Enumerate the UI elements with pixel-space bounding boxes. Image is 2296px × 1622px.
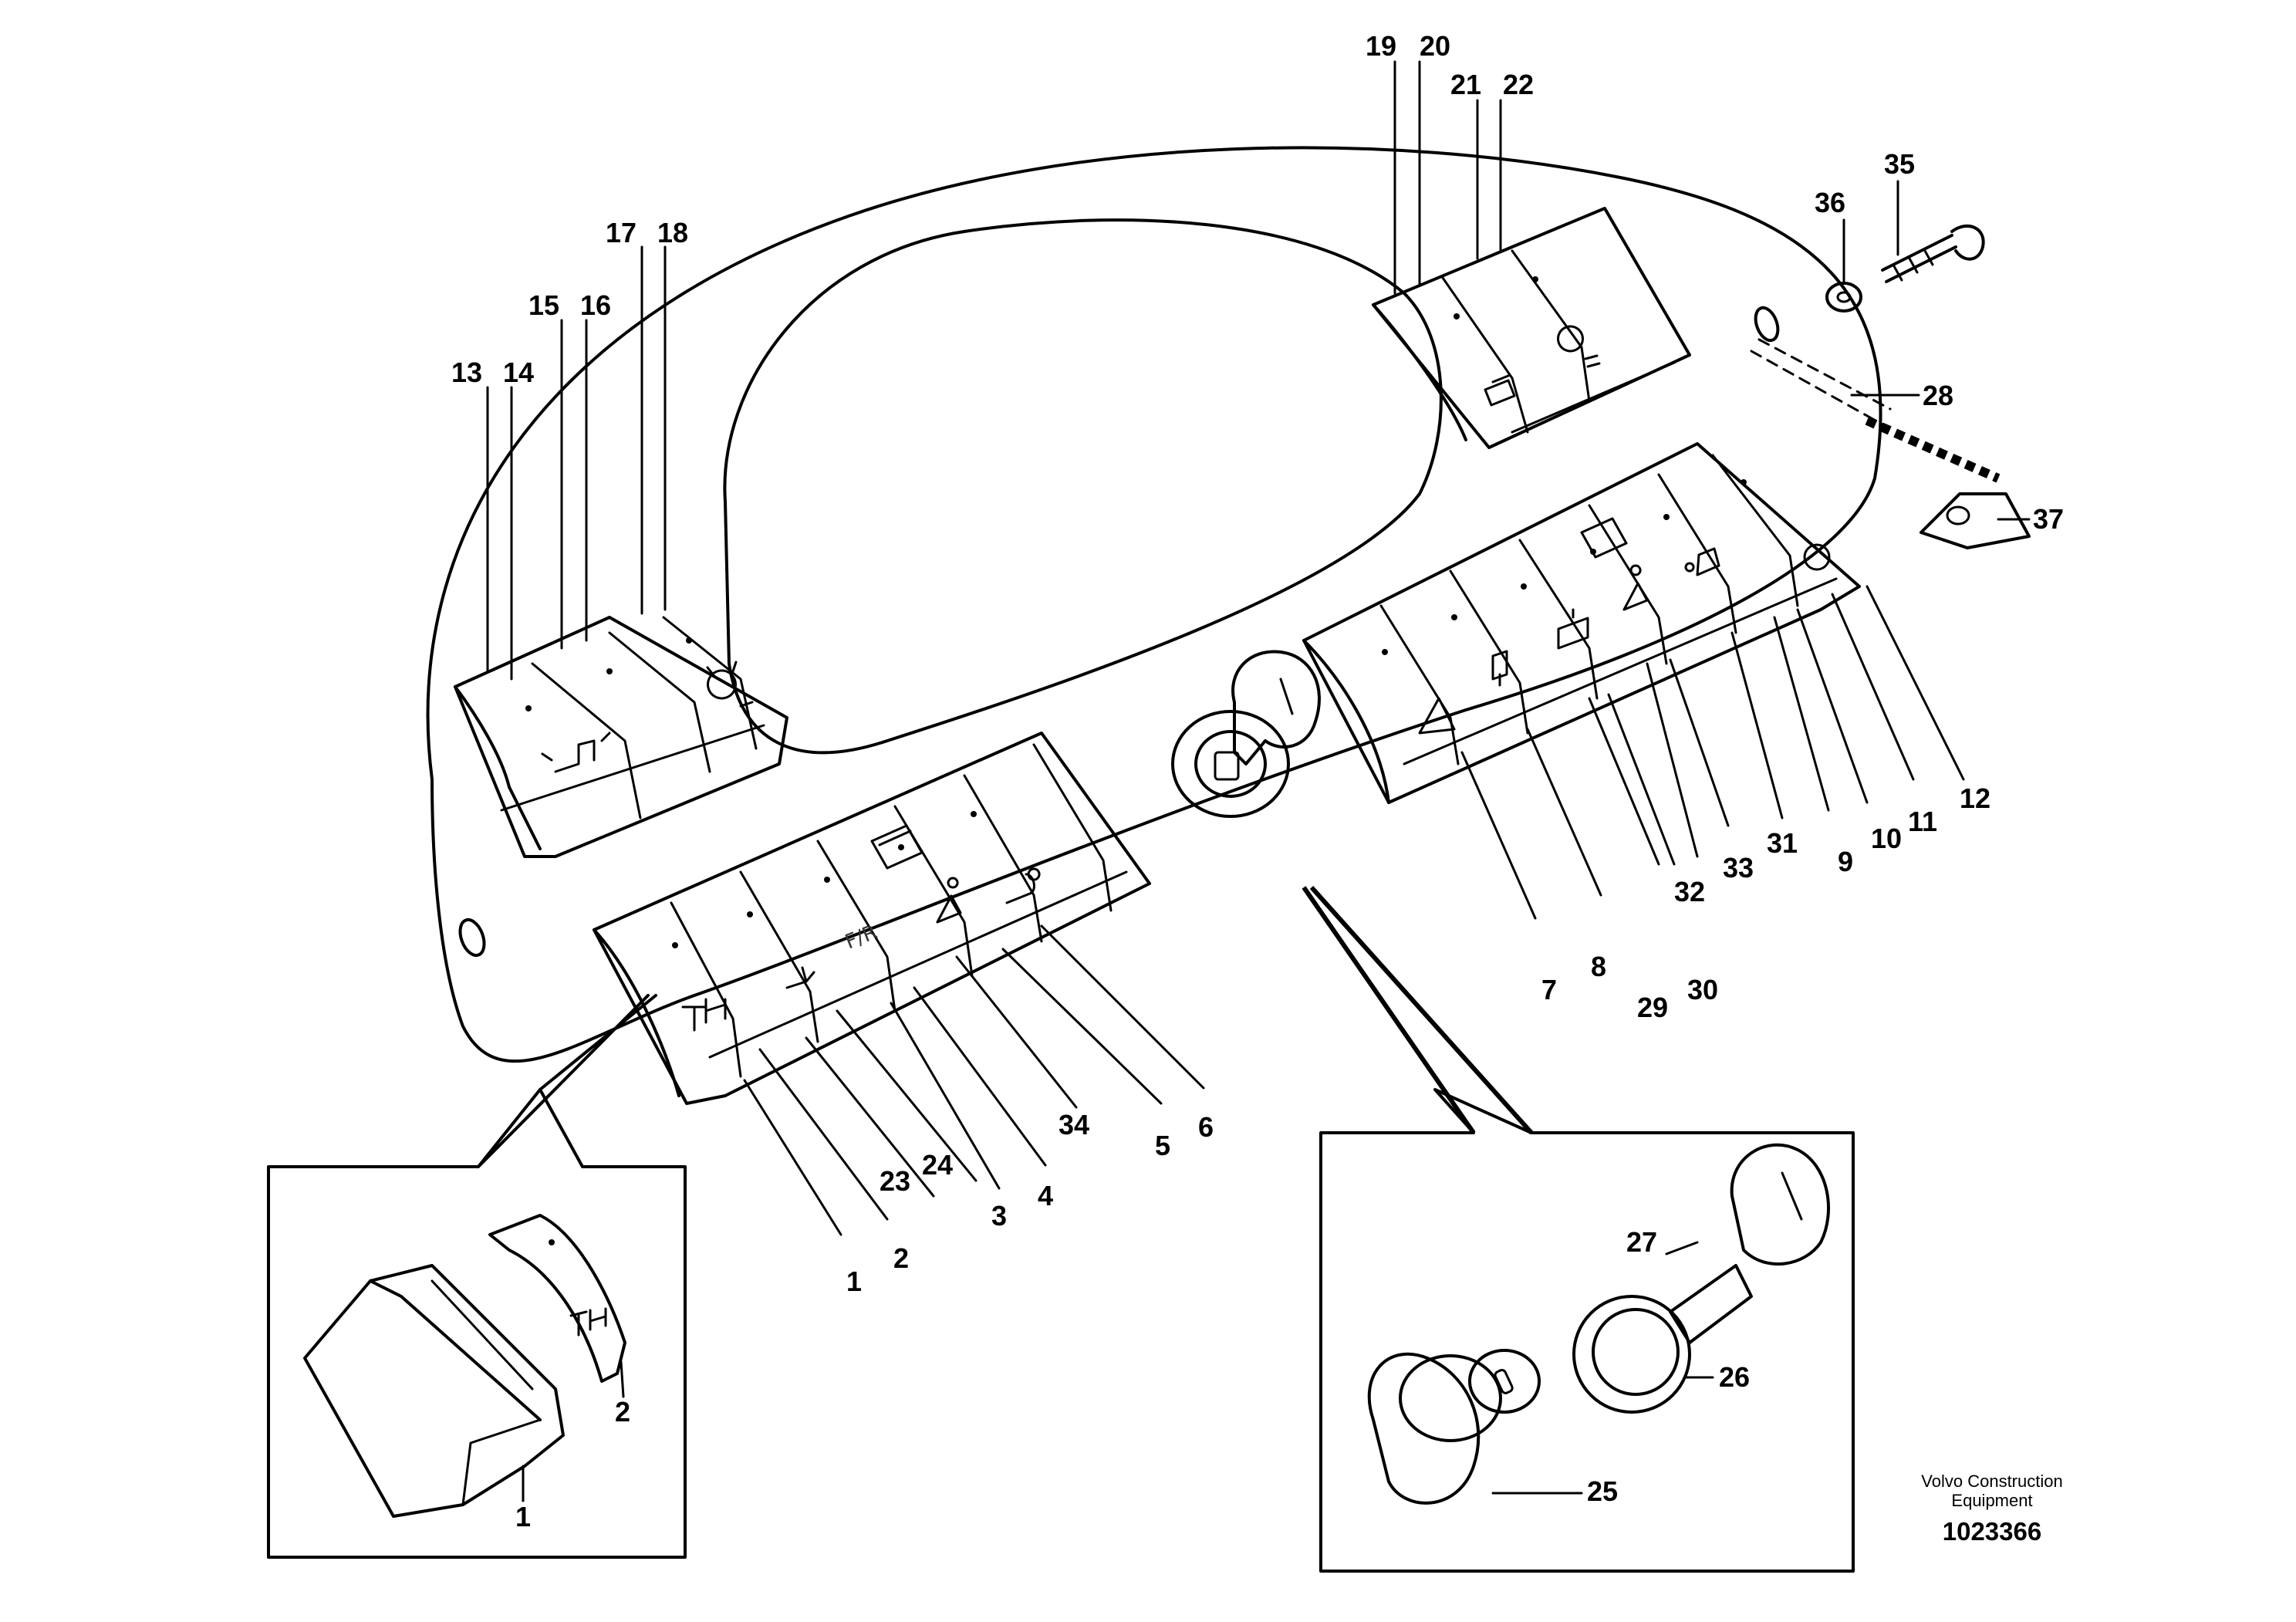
hazard-warning-icon [1418, 697, 1456, 735]
callout-24: 24 [922, 1149, 953, 1181]
headlight-icon [1557, 325, 1601, 368]
bucket-positioner-icon [870, 824, 923, 870]
callout-31: 31 [1767, 827, 1798, 859]
callout-20: 20 [1420, 30, 1450, 62]
parking-brake-icon [1803, 543, 1831, 571]
switch-group-13-18 [454, 616, 788, 858]
inset-callout-2: 2 [615, 1396, 630, 1428]
callout-9: 9 [1838, 846, 1853, 877]
lock-cylinder-25 [1367, 1352, 1481, 1505]
callout-16: 16 [580, 289, 611, 321]
callout-2: 2 [893, 1242, 909, 1274]
ignition-switch [1171, 650, 1321, 818]
inset-left [267, 994, 687, 1559]
key-27 [1669, 1264, 1753, 1344]
callout-37: 37 [2033, 503, 2064, 535]
callout-3: 3 [991, 1200, 1007, 1232]
callout-18: 18 [657, 217, 688, 248]
switch-row-lower-left: F/R [593, 732, 1151, 1105]
switch-group-19-22 [1372, 207, 1691, 449]
switch-housing [303, 1264, 565, 1518]
callout-34: 34 [1059, 1109, 1089, 1140]
wiper-icon [1484, 374, 1516, 407]
bucket-level-icon [1580, 517, 1628, 559]
callout-33: 33 [1723, 852, 1754, 884]
footer: Volvo Construction Equipment 1023366 [1921, 1472, 2062, 1546]
callout-27: 27 [1626, 1226, 1657, 1258]
brand-line-1: Volvo Construction [1921, 1472, 2062, 1491]
callout-28: 28 [1923, 380, 1953, 411]
switch-row-right [1302, 442, 1861, 804]
callout-26: 26 [1719, 1361, 1750, 1393]
beacon-icon [541, 732, 611, 773]
fuel-pump-icon [1491, 650, 1508, 687]
leader-lines [486, 60, 2031, 1502]
boom-float-icon [1622, 564, 1649, 611]
callout-6: 6 [1198, 1111, 1214, 1143]
work-light-icon [706, 661, 754, 708]
callout-30: 30 [1687, 974, 1718, 1005]
callout-29: 29 [1637, 992, 1668, 1023]
mounting-hole-right [1754, 306, 1780, 343]
callout-21: 21 [1450, 69, 1481, 100]
float-position-icon [936, 877, 962, 924]
callout-19: 19 [1366, 30, 1396, 62]
differential-lock-icon-inset [569, 1307, 607, 1336]
callout-17: 17 [606, 217, 636, 248]
callout-35: 35 [1884, 148, 1915, 180]
seat-icon [1005, 867, 1041, 904]
callout-36: 36 [1815, 187, 1845, 218]
return-to-dig-icon [1684, 547, 1720, 576]
callout-25: 25 [1587, 1475, 1618, 1507]
screw-washer-connector [1750, 224, 2031, 549]
callout-12: 12 [1960, 782, 1990, 814]
callout-23: 23 [880, 1165, 910, 1197]
clip-nut-37 [1920, 492, 2031, 549]
callout-labels: 1 2 3 4 5 6 7 8 9 10 11 12 13 14 15 16 1… [451, 30, 2064, 1532]
callout-13: 13 [451, 357, 482, 388]
callout-7: 7 [1541, 974, 1557, 1005]
callout-32: 32 [1674, 876, 1705, 907]
brand-line-2: Equipment [1951, 1491, 2032, 1510]
ignition-key [1231, 650, 1321, 765]
callout-4: 4 [1038, 1180, 1053, 1211]
inset-right [1302, 885, 1855, 1573]
fan-icon [785, 966, 815, 989]
lift-lock-icon [1557, 608, 1589, 650]
fr-switch-label: F/R [842, 921, 880, 954]
differential-lock-icon [681, 998, 727, 1032]
callout-15: 15 [528, 289, 559, 321]
ring-26 [1572, 1295, 1691, 1414]
document-number: 1023366 [1943, 1517, 2041, 1546]
callout-10: 10 [1871, 823, 1902, 854]
screw-35 [1881, 224, 1985, 283]
callout-8: 8 [1591, 951, 1606, 982]
dashboard-panel-outline [426, 146, 1882, 1063]
callout-1: 1 [846, 1265, 862, 1297]
display-window-outline [723, 218, 1443, 755]
inset-callout-1: 1 [515, 1501, 531, 1532]
switch-cap [488, 1214, 626, 1383]
callout-14: 14 [503, 357, 534, 388]
callout-22: 22 [1503, 69, 1534, 100]
mounting-hole-left [458, 917, 486, 958]
callout-5: 5 [1155, 1130, 1170, 1161]
washer-36 [1825, 282, 1862, 313]
callout-11: 11 [1908, 806, 1937, 837]
